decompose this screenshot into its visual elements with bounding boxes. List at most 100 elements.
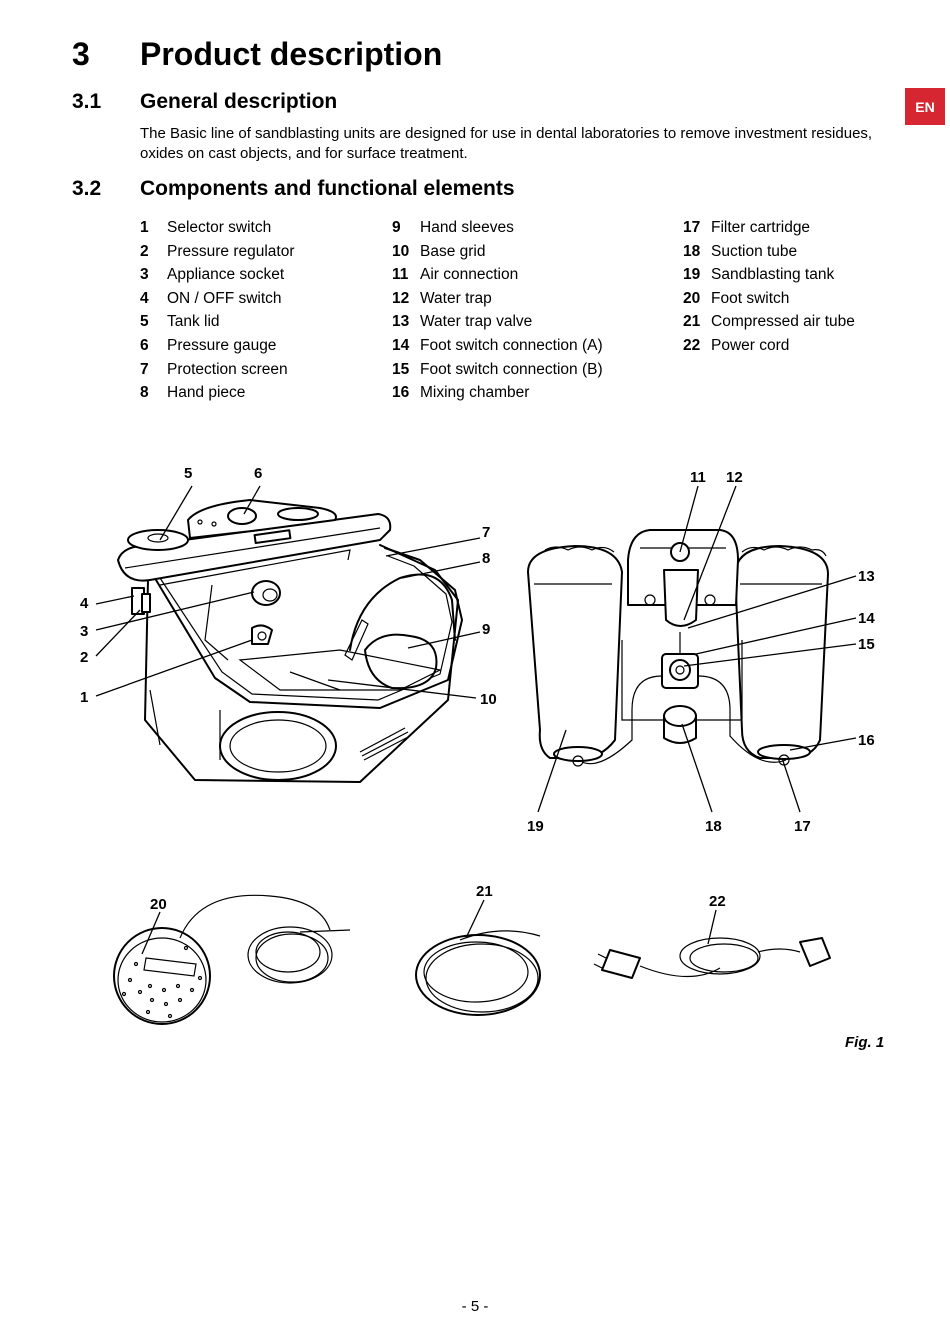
component-number: 8: [140, 384, 149, 402]
component-label: Foot switch: [711, 289, 790, 307]
component-label: Protection screen: [167, 360, 288, 378]
callout-13: 13: [858, 568, 875, 585]
callout-numbers: 1 2 3 4 5 6 7 8 9 10 11 12 13 14 15 16 1…: [80, 465, 875, 913]
component-label: Appliance socket: [167, 266, 285, 284]
component-label: Filter cartridge: [711, 219, 811, 236]
components-list-column-2: 9 Hand sleeves 10 Base grid 11 Air connecti…: [392, 216, 603, 405]
component-number: 10: [392, 242, 410, 260]
component-label: Pressure gauge: [167, 336, 277, 354]
page-number: - 5 -: [461, 1298, 489, 1315]
component-number: 19: [683, 266, 701, 284]
callout-9: 9: [482, 621, 490, 638]
callout-22: 22: [709, 893, 726, 910]
power-cord-drawing: [593, 937, 831, 979]
component-label: Water trap: [420, 289, 492, 307]
component-label: Water trap valve: [420, 313, 533, 331]
callout-7: 7: [482, 524, 490, 541]
callout-20: 20: [150, 896, 167, 913]
callout-11: 11: [690, 469, 706, 486]
foot-switch-drawing: [113, 894, 351, 1025]
rear-view-drawing: [527, 529, 829, 767]
component-item: 13 Water trap valve: [392, 310, 603, 334]
subsection-number-components: 3.2: [72, 177, 102, 200]
component-number: 9: [392, 219, 401, 236]
callout-8: 8: [482, 550, 490, 567]
component-label: Sandblasting tank: [711, 266, 835, 284]
figure-caption: Fig. 1: [845, 1034, 885, 1051]
component-item: 5 Tank lid: [140, 310, 295, 334]
component-number: 4: [140, 289, 149, 307]
component-number: 3: [140, 266, 149, 284]
component-number: 6: [140, 336, 149, 354]
component-number: 1: [140, 219, 149, 236]
component-number: 15: [392, 360, 410, 378]
air-tube-drawing: [415, 930, 541, 1016]
component-item: 16 Mixing chamber: [392, 381, 603, 405]
callout-21: 21: [476, 883, 493, 900]
component-label: Suction tube: [711, 242, 798, 260]
product-figure: 1 2 3 4 5 6 7 8 9 10 11 12 13 14 15 16 1…: [80, 465, 875, 1025]
component-item: 18 Suction tube: [683, 240, 855, 264]
leader-lines: [95, 485, 857, 955]
component-item: 8 Hand piece: [140, 381, 295, 405]
component-item: 2 Pressure regulator: [140, 240, 295, 264]
callout-2: 2: [80, 649, 88, 666]
component-label: Tank lid: [167, 313, 220, 331]
component-label: Mixing chamber: [420, 384, 530, 402]
component-item: 19 Sandblasting tank: [683, 263, 855, 287]
sandblasting-cabinet-drawing: [117, 499, 463, 783]
callout-16: 16: [858, 732, 875, 749]
component-item: 12 Water trap: [392, 287, 603, 311]
callout-15: 15: [858, 636, 875, 653]
callout-17: 17: [794, 818, 811, 835]
component-item: 3 Appliance socket: [140, 263, 295, 287]
component-item: 15 Foot switch connection (B): [392, 358, 603, 382]
callout-19: 19: [527, 818, 544, 835]
component-number: 7: [140, 360, 149, 378]
section-number: 3: [72, 36, 90, 72]
general-description-text: The Basic line of sandblasting units are…: [140, 125, 873, 162]
component-label: Selector switch: [167, 219, 272, 236]
component-number: 11: [392, 266, 409, 284]
component-number: 16: [392, 384, 410, 402]
component-item: 11 Air connection: [392, 263, 603, 287]
component-label: Air connection: [420, 266, 519, 284]
section-title: Product description: [140, 36, 443, 72]
callout-4: 4: [80, 595, 89, 612]
callout-1: 1: [80, 689, 88, 706]
component-number: 18: [683, 242, 701, 260]
callout-18: 18: [705, 818, 722, 835]
component-number: 14: [392, 336, 410, 354]
component-item: 9 Hand sleeves: [392, 216, 603, 240]
component-number: 2: [140, 242, 149, 260]
component-label: Hand sleeves: [420, 219, 514, 236]
component-item: 6 Pressure gauge: [140, 334, 295, 358]
component-label: ON / OFF switch: [167, 289, 282, 307]
callout-6: 6: [254, 465, 262, 482]
component-number: 5: [140, 313, 149, 331]
component-label: Foot switch connection (A): [420, 336, 603, 354]
component-item: 14 Foot switch connection (A): [392, 334, 603, 358]
subsection-title-general: General description: [140, 90, 338, 113]
components-list-column-1: 1 Selector switch 2 Pressure regulator 3 Ap…: [140, 216, 295, 405]
component-item: 20 Foot switch: [683, 287, 855, 311]
component-label: Pressure regulator: [167, 242, 295, 260]
component-label: Hand piece: [167, 384, 246, 402]
component-item: 1 Selector switch: [140, 216, 295, 240]
subsection-number-general: 3.1: [72, 90, 102, 113]
component-number: 13: [392, 313, 410, 331]
component-label: Base grid: [420, 242, 486, 260]
component-item: 4 ON / OFF switch: [140, 287, 295, 311]
subsection-title-components: Components and functional elements: [140, 177, 515, 200]
callout-5: 5: [184, 465, 192, 482]
component-label: Foot switch connection (B): [420, 360, 603, 378]
component-number: 12: [392, 289, 410, 307]
component-label: Compressed air tube: [711, 313, 855, 331]
component-item: 10 Base grid: [392, 240, 603, 264]
callout-14: 14: [858, 610, 875, 627]
component-number: 20: [683, 289, 701, 307]
